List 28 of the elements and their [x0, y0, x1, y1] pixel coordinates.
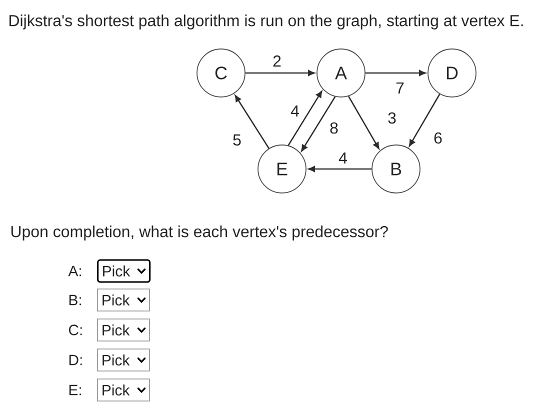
arrow	[408, 94, 440, 146]
arrow	[301, 96, 336, 152]
arrow	[348, 96, 380, 150]
arrow	[288, 90, 322, 146]
field-label: E:	[69, 384, 81, 396]
dropdown: Pick	[97, 288, 150, 312]
arrow	[234, 95, 270, 149]
edge-label: 8	[329, 122, 339, 134]
dropdown: Pick	[97, 259, 151, 283]
edge-label: 4	[290, 105, 300, 117]
dropdown: Pick	[97, 378, 150, 402]
edge-label: 5	[232, 134, 242, 146]
edge-label: 3	[387, 112, 397, 124]
question-text: Upon completion, what is each vertex's predecessor?	[11, 226, 388, 240]
edge-label: 6	[433, 132, 443, 144]
field-label: A:	[68, 266, 81, 276]
field-label: D:	[69, 354, 82, 366]
arrow	[245, 70, 315, 76]
edge-label: 4	[338, 152, 348, 164]
edge-label: 2	[272, 54, 282, 68]
field-label: C:	[68, 324, 82, 336]
dropdown: Pick	[97, 318, 150, 342]
prompt-text: Dijkstra's shortest path algorithm is run on the graph, starting at vertex E.	[10, 14, 523, 30]
dropdown: Pick	[97, 348, 150, 372]
arrow	[365, 70, 426, 76]
field-label: B:	[69, 294, 81, 306]
edge-label: 7	[395, 82, 405, 94]
arrow	[308, 166, 372, 172]
